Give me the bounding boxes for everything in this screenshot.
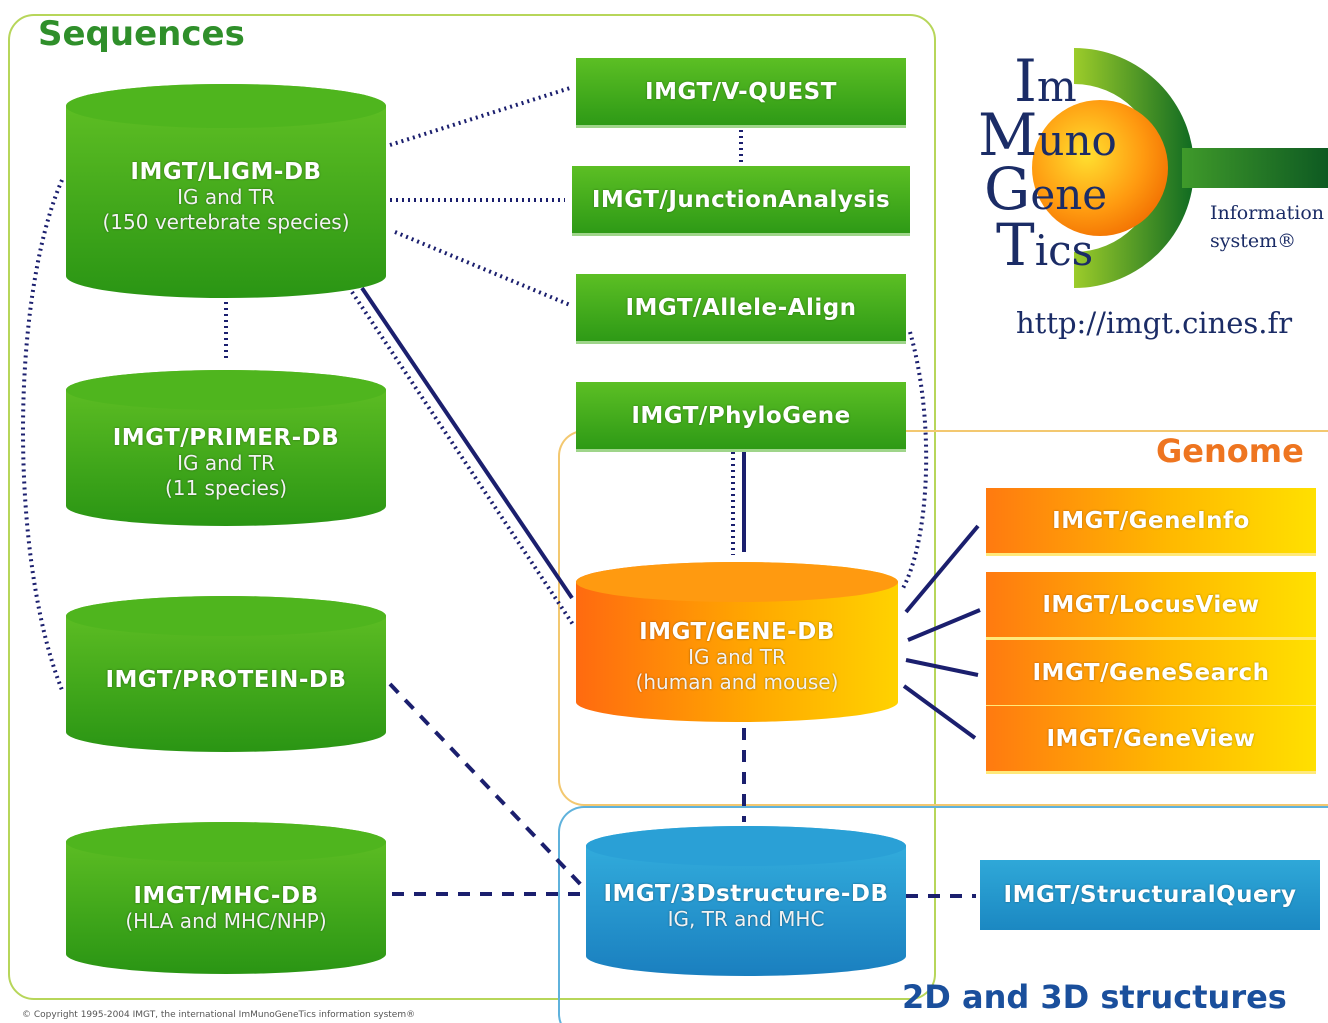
copyright-notice: © Copyright 1995-2004 IMGT, the internat… — [22, 1010, 416, 1020]
tool-allele-align[interactable]: IMGT/Allele-Align — [576, 274, 906, 344]
db-3dstructure[interactable]: IMGT/3Dstructure-DB IG, TR and MHC — [586, 826, 906, 976]
primer-line1: IG and TR — [177, 451, 275, 475]
tool-structuralquery[interactable]: IMGT/StructuralQuery — [980, 860, 1320, 930]
logo-line-1: Im — [1014, 47, 1077, 115]
ligm-line2: (150 vertebrate species) — [102, 210, 350, 234]
tool-junctionanalysis[interactable]: IMGT/JunctionAnalysis — [572, 166, 910, 236]
logo-graphic — [1032, 48, 1328, 288]
genome-region — [558, 430, 1328, 806]
gene-line1: IG and TR — [688, 645, 786, 669]
mhc-line1: (HLA and MHC/NHP) — [125, 909, 327, 933]
mhc-cylinder-shape — [66, 822, 386, 974]
primer-name: IMGT/PRIMER-DB — [112, 425, 340, 451]
link-ligm-vquest — [389, 86, 571, 147]
tool-locusview[interactable]: IMGT/LocusView — [986, 572, 1316, 640]
db-primer[interactable]: IMGT/PRIMER-DB IG and TR (11 species) — [66, 370, 386, 526]
tool-geneinfo[interactable]: IMGT/GeneInfo — [986, 488, 1316, 556]
protein-cylinder-shape — [66, 596, 386, 752]
logo-url[interactable]: http://imgt.cines.fr — [1016, 306, 1293, 340]
link-gene-locusview — [907, 608, 981, 642]
link-ligm-protein — [21, 179, 64, 691]
link-ligm-gene-dotted — [350, 290, 576, 628]
db-ligm[interactable]: IMGT/LIGM-DB IG and TR (150 vertebrate s… — [66, 84, 386, 298]
logo-line-4: Tics — [996, 211, 1094, 279]
tool-geneview[interactable]: IMGT/GeneView — [986, 706, 1316, 774]
link-ligm-gene-solid — [360, 286, 574, 600]
structure-line1: IG, TR and MHC — [667, 907, 825, 931]
link-gene-geneinfo — [904, 524, 980, 614]
link-gene-geneview — [902, 684, 977, 740]
sequences-region — [8, 14, 936, 1000]
structure-cylinder-shape — [586, 826, 906, 976]
mhc-name: IMGT/MHC-DB — [133, 883, 319, 909]
gene-line2: (human and mouse) — [635, 670, 839, 694]
db-mhc[interactable]: IMGT/MHC-DB (HLA and MHC/NHP) — [66, 822, 386, 974]
db-gene[interactable]: IMGT/GENE-DB IG and TR (human and mouse) — [576, 562, 898, 722]
logo-line-2: Muno — [978, 101, 1117, 169]
tool-genesearch[interactable]: IMGT/GeneSearch — [986, 640, 1316, 708]
logo-info-line1: Information — [1210, 202, 1325, 224]
link-protein-3d — [388, 682, 586, 890]
logo-line-3: Gene — [984, 155, 1108, 223]
imgt-logo: Im Muno Gene Tics Information system® ht… — [970, 40, 1328, 360]
primer-cylinder-shape — [66, 370, 386, 526]
structures-title: 2D and 3D structures — [902, 978, 1287, 1016]
link-allele-gene — [900, 331, 929, 591]
logo-info-line2: system® — [1210, 230, 1297, 252]
genome-title: Genome — [1156, 432, 1304, 470]
sequences-title: Sequences — [38, 14, 245, 54]
ligm-name: IMGT/LIGM-DB — [130, 159, 322, 185]
protein-name: IMGT/PROTEIN-DB — [105, 667, 347, 693]
ligm-cylinder-shape — [66, 84, 386, 298]
link-ligm-allele — [394, 230, 571, 307]
db-protein[interactable]: IMGT/PROTEIN-DB — [66, 596, 386, 752]
tool-vquest[interactable]: IMGT/V-QUEST — [576, 58, 906, 128]
gene-name: IMGT/GENE-DB — [639, 619, 835, 645]
gene-cylinder-shape — [576, 562, 898, 722]
tool-phylogene[interactable]: IMGT/PhyloGene — [576, 382, 906, 452]
ligm-line1: IG and TR — [177, 185, 275, 209]
primer-line2: (11 species) — [164, 476, 288, 500]
link-gene-genesearch — [905, 658, 979, 677]
structure-name: IMGT/3Dstructure-DB — [603, 881, 889, 907]
structures-region — [558, 806, 1328, 1023]
